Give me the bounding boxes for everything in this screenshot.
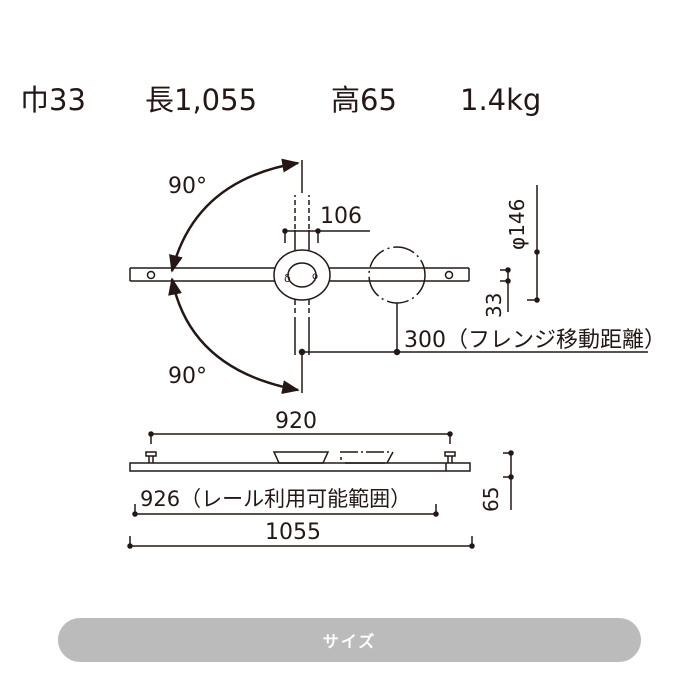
angle-arc-lower — [168, 277, 300, 395]
svg-text:ϙ: ϙ — [312, 271, 318, 282]
angle-label-lower: 90° — [168, 364, 207, 389]
flange-moved-position — [368, 246, 426, 304]
rail-top-view — [129, 267, 470, 282]
dim-300-label: 300（フレンジ移動距離） — [404, 328, 666, 353]
size-tab[interactable]: サイズ — [58, 618, 641, 662]
dim-diameter-label: φ146 — [505, 198, 529, 250]
spec-width: 巾33 — [20, 83, 86, 117]
size-tab-label: サイズ — [322, 632, 377, 651]
dim-65-label: 65 — [479, 486, 503, 512]
dim-33-label: 33 — [482, 292, 506, 318]
dim-1055-label: 1055 — [265, 520, 321, 545]
spec-height: 高65 — [331, 83, 397, 117]
flange-top-view: δ ϙ — [273, 249, 331, 301]
dim-920-label: 920 — [275, 409, 317, 434]
angle-arc-upper — [169, 158, 300, 273]
dim-926-label: 926（レール利用可能範囲） — [140, 487, 412, 511]
angle-label-upper: 90° — [168, 174, 207, 199]
rail-side-view — [129, 451, 471, 472]
rail-rotated — [294, 160, 310, 393]
spec-length: 長1,055 — [145, 83, 258, 117]
svg-text:δ: δ — [284, 272, 291, 285]
spec-weight: 1.4kg — [460, 83, 542, 117]
dim-106-label: 106 — [320, 204, 362, 229]
